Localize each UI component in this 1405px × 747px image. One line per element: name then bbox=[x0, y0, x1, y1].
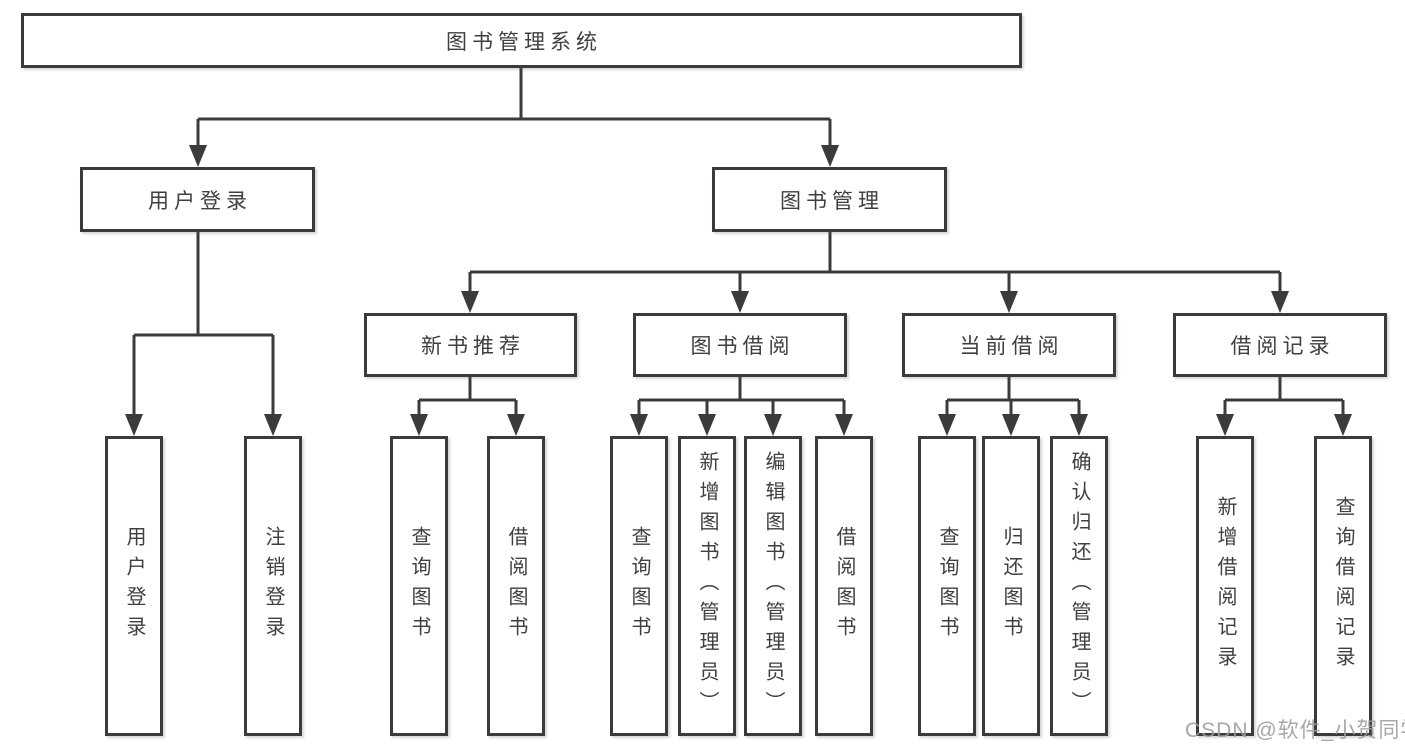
leaf-label: 确认归还（管理员） bbox=[1068, 451, 1090, 721]
node-label: 借阅记录 bbox=[1230, 335, 1335, 358]
node-book-management: 图书管理 bbox=[712, 167, 947, 232]
leaf-label: 归还图书 bbox=[1000, 526, 1022, 646]
watermark: CSDN @软件_小贺同学 bbox=[1185, 719, 1405, 742]
node-new-book-recommend: 新书推荐 bbox=[364, 313, 577, 377]
leaf-borrow-edit-books-admin: 编辑图书（管理员） bbox=[744, 436, 802, 736]
node-library-system: 图书管理系统 bbox=[21, 13, 1022, 68]
leaf-newbooks-borrow-books: 借阅图书 bbox=[487, 436, 545, 736]
leaf-label: 借阅图书 bbox=[833, 526, 855, 646]
leaf-label: 查询借阅记录 bbox=[1332, 496, 1354, 676]
arrowheads bbox=[125, 145, 1352, 436]
leaf-label: 新增借阅记录 bbox=[1214, 496, 1236, 676]
node-label: 图书管理 bbox=[780, 189, 884, 213]
leaf-current-return-books: 归还图书 bbox=[982, 436, 1040, 736]
node-label: 图书管理系统 bbox=[446, 30, 602, 54]
leaf-borrow-query-books: 查询图书 bbox=[610, 436, 668, 736]
leaf-label: 借阅图书 bbox=[505, 526, 527, 646]
leaf-label: 用户登录 bbox=[123, 526, 145, 646]
leaf-borrow-add-books-admin: 新增图书（管理员） bbox=[678, 436, 736, 736]
leaf-borrow-borrow-books: 借阅图书 bbox=[815, 436, 873, 736]
leaf-newbooks-query-books: 查询图书 bbox=[390, 436, 448, 736]
leaf-logout: 注销登录 bbox=[244, 436, 302, 736]
node-label: 新书推荐 bbox=[421, 335, 525, 358]
leaf-records-add-record: 新增借阅记录 bbox=[1196, 436, 1254, 736]
leaf-current-query-books: 查询图书 bbox=[918, 436, 976, 736]
leaf-current-confirm-return-admin: 确认归还（管理员） bbox=[1050, 436, 1108, 736]
leaf-label: 编辑图书（管理员） bbox=[762, 451, 784, 721]
leaf-records-query-record: 查询借阅记录 bbox=[1314, 436, 1372, 736]
node-user-login: 用户登录 bbox=[80, 167, 315, 232]
node-label: 当前借阅 bbox=[959, 335, 1064, 358]
leaf-label: 注销登录 bbox=[262, 526, 284, 646]
leaf-label: 查询图书 bbox=[936, 526, 958, 646]
node-label: 用户登录 bbox=[148, 189, 252, 213]
leaf-label: 查询图书 bbox=[628, 526, 650, 646]
leaf-user-login: 用户登录 bbox=[105, 436, 163, 736]
node-book-borrow: 图书借阅 bbox=[633, 313, 847, 377]
node-borrow-records: 借阅记录 bbox=[1173, 313, 1387, 377]
leaf-label: 查询图书 bbox=[408, 526, 430, 646]
leaf-label: 新增图书（管理员） bbox=[696, 451, 718, 721]
node-current-borrow: 当前借阅 bbox=[902, 313, 1116, 377]
node-label: 图书借阅 bbox=[690, 335, 795, 358]
